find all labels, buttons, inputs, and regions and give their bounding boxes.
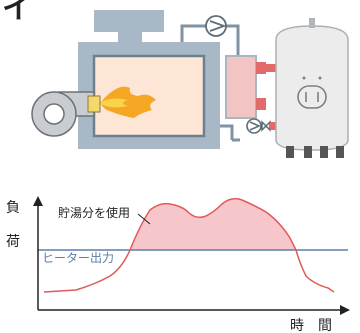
y-axis-arrow <box>33 196 43 206</box>
piping <box>180 24 240 142</box>
tank-top-valve <box>309 18 315 28</box>
load-graph: 負 荷 時 間 貯湯分を使用 ヒーター出力 <box>6 196 350 333</box>
exchanger-nozzle-bottom <box>256 98 266 110</box>
lower-pump-icon <box>246 118 262 134</box>
tank-leg-2 <box>304 146 312 158</box>
blower-hub <box>43 103 65 125</box>
x-axis-label-time: 時 間 <box>290 318 332 333</box>
pump-icon <box>205 15 227 37</box>
annotation-leader-line <box>137 213 151 225</box>
supply-pipe <box>180 24 206 42</box>
tank-leg-1 <box>286 146 294 158</box>
annotation-stored-water: 貯湯分を使用 <box>58 205 130 220</box>
heat-exchanger <box>225 55 276 119</box>
burner-blower <box>31 91 101 137</box>
y-axis-label-load-2: 荷 <box>6 234 20 250</box>
supply-pipe-2 <box>226 24 240 58</box>
boiler-cap <box>94 10 164 32</box>
tank-eye-left <box>302 76 306 80</box>
vessel-inlet-top <box>266 64 276 72</box>
tank-eye-right <box>318 76 322 80</box>
header-fragment: イ <box>2 0 32 26</box>
x-axis-arrow <box>340 305 350 315</box>
stored-hot-water-area <box>130 198 296 250</box>
burner-nozzle <box>87 95 101 113</box>
flame-icon <box>100 86 156 118</box>
storage-tank <box>275 18 349 158</box>
exchanger-nozzle-top <box>256 62 266 74</box>
boiler-neck <box>118 30 142 44</box>
flame-core-icon <box>98 98 128 108</box>
heater-output-label: ヒーター出力 <box>42 251 114 265</box>
tank-leg-4 <box>336 146 344 158</box>
tank-inspection-hatch <box>297 85 327 109</box>
boiler <box>78 10 220 149</box>
load-curve <box>43 197 335 293</box>
y-axis-label-load: 負 <box>6 200 20 216</box>
valve-icon <box>261 120 278 132</box>
tank-leg-3 <box>320 146 328 158</box>
return-pipe <box>220 124 234 140</box>
